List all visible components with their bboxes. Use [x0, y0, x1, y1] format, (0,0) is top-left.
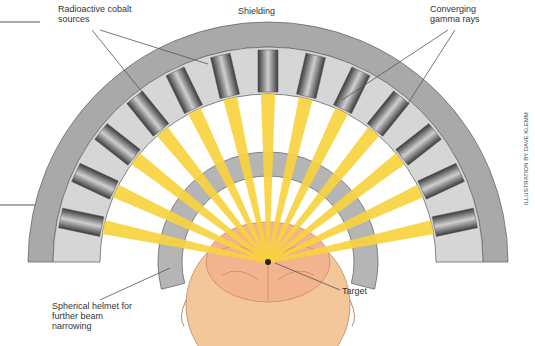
shielding-arc — [28, 22, 508, 262]
cobalt-source — [367, 91, 409, 136]
cobalt-source — [432, 208, 477, 236]
cobalt-source — [127, 91, 169, 136]
frame-line — [0, 22, 40, 23]
cobalt-source — [95, 124, 140, 166]
cobalt-source — [418, 163, 465, 199]
callout-label: Converging gamma rays — [430, 4, 496, 24]
leader-line — [275, 263, 340, 290]
cobalt-source — [396, 124, 441, 166]
leader-line — [100, 268, 170, 300]
cobalt-source — [59, 208, 104, 236]
cobalt-source — [72, 163, 119, 199]
cobalt-source — [258, 50, 278, 92]
cobalt-source — [166, 67, 202, 114]
leader-line — [342, 30, 448, 100]
leader-line — [92, 30, 142, 92]
callout-label: Shielding — [238, 6, 308, 16]
callout-label: Radioactive cobalt sources — [58, 4, 138, 24]
leader-line — [100, 30, 208, 64]
cobalt-source — [334, 67, 370, 114]
gamma-ray — [188, 108, 269, 263]
callout-label: Target — [342, 286, 392, 296]
target-point — [265, 259, 271, 265]
frame-line — [0, 205, 40, 206]
cobalt-source — [296, 53, 325, 98]
gamma-ray — [267, 185, 423, 263]
cobalt-source — [211, 53, 240, 98]
credit-watermark: ILLUSTRATION BY DAVE KLEMM — [523, 112, 530, 205]
gamma-ray — [268, 220, 434, 263]
ears — [181, 300, 354, 326]
callout-label: Spherical helmet for further beam narrow… — [52, 301, 142, 331]
